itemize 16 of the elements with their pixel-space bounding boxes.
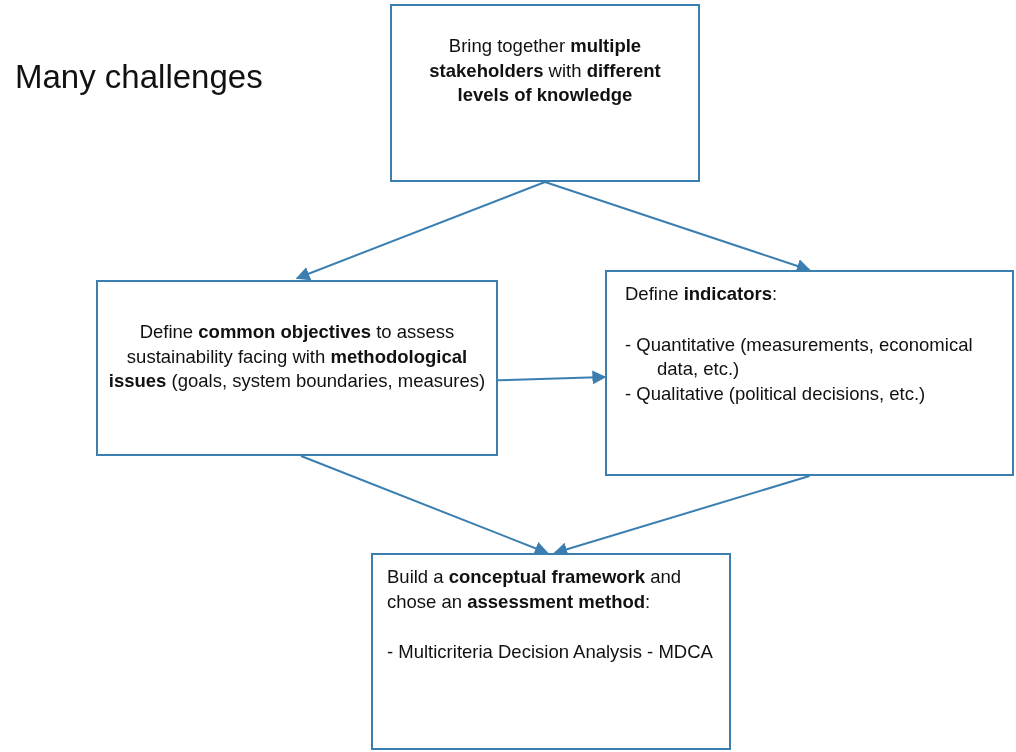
list-item: - Qualitative (political decisions, etc.)	[625, 381, 927, 406]
arrow	[544, 181, 811, 273]
box-text: Bring together multiple stakeholders with different levels of knowledge	[428, 34, 662, 108]
process-box	[371, 553, 731, 750]
process-box	[605, 270, 1014, 476]
process-box	[96, 280, 498, 456]
arrow	[497, 370, 607, 385]
box-text: Build a conceptual framework and chose an assessment method:	[387, 565, 683, 614]
process-box	[390, 4, 700, 182]
title: Many challenges	[15, 58, 263, 96]
box-text: Define common objectives to assess sustainability facing with methodological issues (goals, system boundaries, measures)	[108, 320, 486, 394]
list-item: - Multicriteria Decision Analysis - MDCA	[387, 640, 714, 665]
arrow	[295, 181, 546, 281]
arrow	[300, 455, 549, 555]
box-text: Define indicators:	[625, 282, 779, 306]
list-item: - Quantitative (measurements, economical data, etc.)	[625, 332, 974, 382]
